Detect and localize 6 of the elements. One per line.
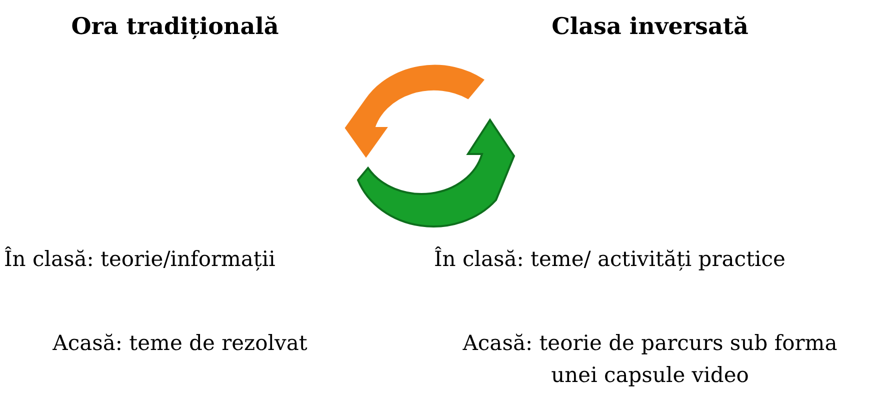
description-text: Acasă: teme de rezolvat <box>52 330 308 357</box>
column-heading: Clasa inversată <box>550 12 750 42</box>
column-heading: Ora tradițională <box>70 12 280 42</box>
description-text: Acasă: teorie de parcurs sub forma unei capsule video <box>462 330 838 388</box>
description-text: În clasă: teme/ activități practice <box>434 246 786 273</box>
description-text: În clasă: teorie/informații <box>4 246 276 273</box>
